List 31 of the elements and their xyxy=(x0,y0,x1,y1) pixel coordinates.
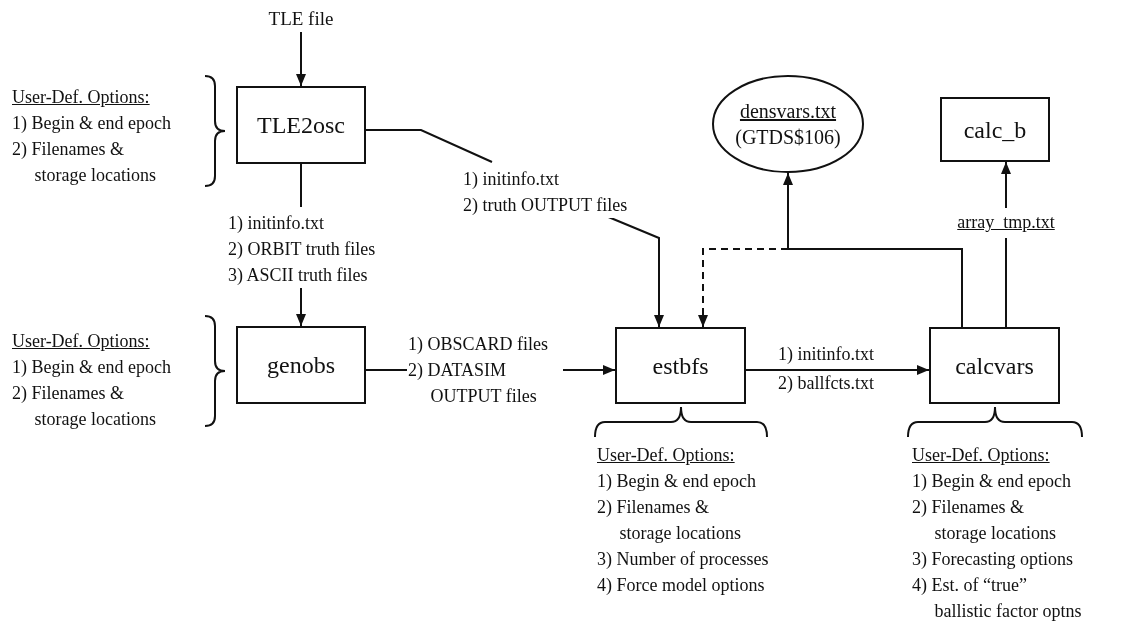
arrow xyxy=(745,365,930,375)
arrow xyxy=(365,365,616,375)
option-item: 1) Begin & end epoch xyxy=(597,470,757,493)
arrow xyxy=(296,31,306,87)
option-item: 2) Filenames & storage locations xyxy=(12,382,157,431)
arrow xyxy=(296,163,306,327)
option-item: 2) Filenames & storage locations xyxy=(12,138,157,187)
arrow xyxy=(1001,161,1011,328)
process-box: calcvars xyxy=(929,327,1060,404)
options-heading: User-Def. Options: xyxy=(912,444,1050,467)
option-item: 1) Begin & end epoch xyxy=(12,356,172,379)
option-item: 4) Force model options xyxy=(597,574,766,597)
process-box: calc_b xyxy=(940,97,1050,162)
options-heading: User-Def. Options: xyxy=(12,86,150,109)
option-item: 2) Filenames & storage locations xyxy=(912,496,1057,545)
option-item: 3) Number of processes xyxy=(597,548,770,571)
file-ellipse: densvars.txt (GTDS$106) xyxy=(712,75,864,173)
option-item: 4) Est. of “true” ballistic factor optns xyxy=(912,574,1083,623)
input-file-label: TLE file xyxy=(260,6,342,32)
arrow xyxy=(365,129,664,328)
process-box: TLE2osc xyxy=(236,86,366,164)
option-item: 1) Begin & end epoch xyxy=(912,470,1072,493)
option-item: 2) Filenames & storage locations xyxy=(597,496,742,545)
option-item: 1) Begin & end epoch xyxy=(12,112,172,135)
options-heading: User-Def. Options: xyxy=(597,444,735,467)
process-box: genobs xyxy=(236,326,366,404)
option-item: 3) Forecasting options xyxy=(912,548,1074,571)
edge-label: 1) initinfo.txt 2) ballfcts.txt xyxy=(778,343,875,395)
process-box: estbfs xyxy=(615,327,746,404)
dashed-arrow xyxy=(698,248,963,328)
options-heading: User-Def. Options: xyxy=(12,330,150,353)
